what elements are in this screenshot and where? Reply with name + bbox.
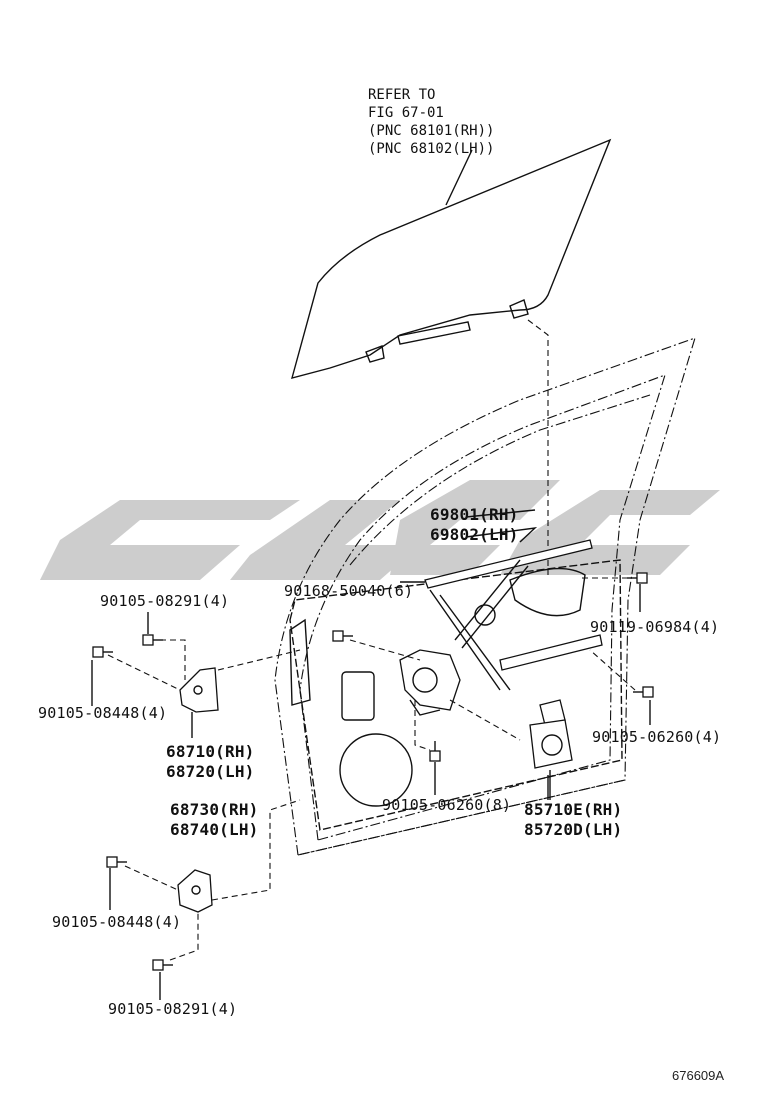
callout-line: 69801(RH)	[430, 505, 519, 524]
callout-bolt-06260-right[interactable]: 90105-06260(4)	[592, 728, 722, 746]
bolt-icon	[92, 646, 113, 658]
bolt-icon	[152, 959, 173, 971]
callout-bolt-08448-top[interactable]: 90105-08448(4)	[38, 704, 168, 722]
callout-line: 85710E(RH)	[524, 800, 623, 819]
callout-line: 85720D(LH)	[524, 820, 623, 839]
window-glass	[291, 138, 612, 379]
motor	[529, 699, 573, 800]
bolt-icon	[332, 630, 353, 642]
callout-bolt-08448-bottom[interactable]: 90105-08448(4)	[52, 913, 182, 931]
callout-line: 68720(LH)	[166, 762, 255, 781]
callout-bolt-08291-bottom[interactable]: 90105-08291(4)	[108, 1000, 238, 1018]
bolt-icon	[633, 686, 654, 698]
callout-line: 68710(RH)	[166, 742, 255, 761]
callout-hinge-upper[interactable]: 68710(RH) 68720(LH)	[166, 742, 255, 782]
callout-line: 68730(RH)	[170, 800, 259, 819]
refer-line: REFER TO	[368, 87, 436, 103]
bolt-icon	[429, 741, 441, 762]
bolts	[92, 572, 654, 971]
refer-line: (PNC 68101(RH))	[368, 123, 495, 139]
lower-hinge	[177, 869, 213, 913]
refer-line: (PNC 68102(LH))	[368, 141, 495, 157]
door-frame	[274, 337, 696, 856]
regulator-gear	[399, 649, 461, 716]
callout-motor[interactable]: 85710E(RH) 85720D(LH)	[524, 800, 622, 840]
callout-hinge-lower[interactable]: 68730(RH) 68740(LH)	[170, 800, 259, 840]
callout-bolt-06984[interactable]: 90119-06984(4)	[590, 618, 720, 636]
callout-line: 69802(LH)	[430, 525, 519, 544]
callout-line: 68740(LH)	[170, 820, 259, 839]
upper-hinge	[179, 667, 219, 738]
watermark-logo	[40, 480, 720, 580]
window-regulator	[424, 539, 603, 691]
refer-note: REFER TO FIG 67-01 (PNC 68101(RH)) (PNC …	[368, 86, 494, 158]
refer-line: FIG 67-01	[368, 105, 444, 121]
glass-leader	[527, 319, 549, 575]
figure-id: 676609A	[672, 1068, 725, 1083]
callout-bolt-06260-center[interactable]: 90105-06260(8)	[382, 796, 512, 814]
bolt-icon	[627, 572, 648, 584]
bolt-icon	[106, 856, 127, 868]
callout-bolt-08291-top[interactable]: 90105-08291(4)	[100, 592, 230, 610]
callout-regulator[interactable]: 69801(RH) 69802(LH)	[430, 505, 519, 545]
leader-lines	[91, 509, 651, 1000]
inner-door-panel	[289, 559, 623, 831]
callout-bolt-50040[interactable]: 90168-50040(6)	[284, 582, 414, 600]
